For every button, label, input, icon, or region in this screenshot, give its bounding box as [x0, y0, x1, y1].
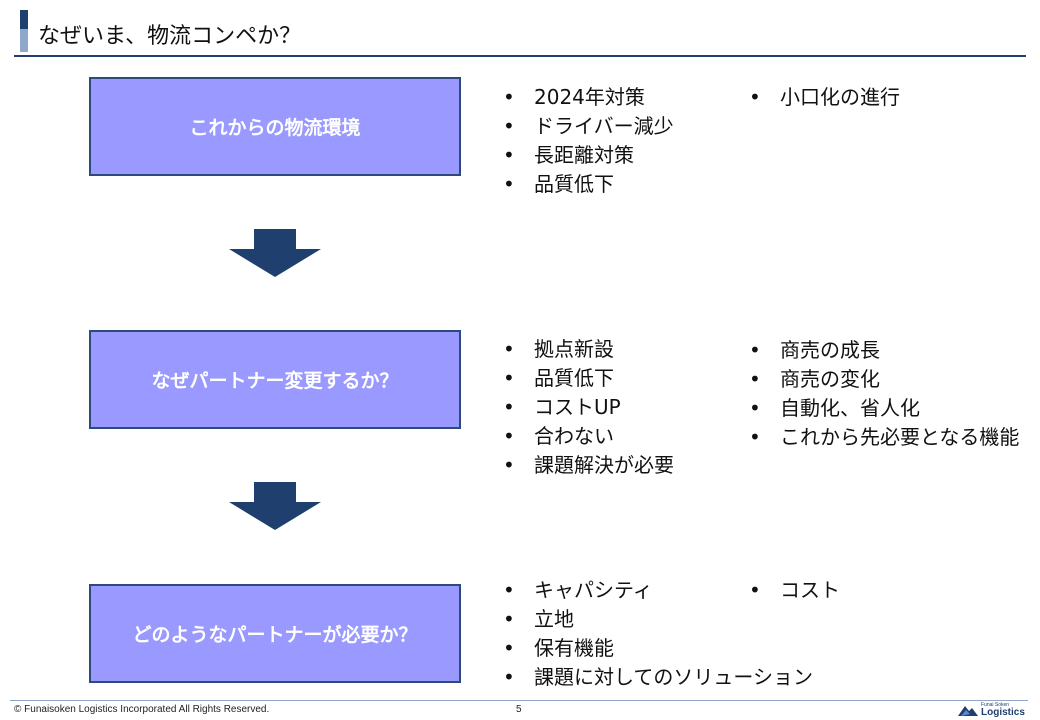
- bullet-item: 品質低下: [503, 364, 674, 393]
- bullet-item: 課題解決が必要: [503, 451, 674, 480]
- bullet-item: 合わない: [503, 422, 674, 451]
- bullet-item: 品質低下: [503, 170, 674, 199]
- copyright-text: © Funaisoken Logistics Incorporated All …: [14, 704, 270, 715]
- title-accent-bar: [20, 10, 28, 52]
- page-title: なぜいま、物流コンペか？: [38, 24, 302, 49]
- down-arrow-icon: [229, 482, 321, 530]
- bullet-item: キャパシティ: [503, 576, 813, 605]
- footer-divider: [10, 700, 1028, 701]
- bullet-item: 立地: [503, 605, 813, 634]
- section-box-partner: どのようなパートナーが必要か？: [89, 584, 461, 683]
- down-arrow-icon: [229, 229, 321, 277]
- bullet-item: これから先必要となる機能: [749, 423, 1019, 452]
- bullet-item: コストUP: [503, 393, 674, 422]
- bullet-item: 商売の成長: [749, 336, 1019, 365]
- bullet-item: 自動化、省人化: [749, 394, 1019, 423]
- section-label: どのようなパートナーが必要か？: [132, 624, 418, 646]
- bullet-list-reason-col2: 商売の成長 商売の変化 自動化、省人化 これから先必要となる機能: [749, 336, 1019, 452]
- logo-text: Logistics: [981, 706, 1025, 718]
- bullet-list-partner-col2: コスト: [749, 576, 840, 605]
- bullet-list-reason-col1: 拠点新設 品質低下 コストUP 合わない 課題解決が必要: [503, 335, 674, 480]
- bullet-item: 課題に対してのソリューション: [503, 663, 813, 692]
- bullet-list-environment-col1: 2024年対策 ドライバー減少 長距離対策 品質低下: [503, 83, 674, 199]
- bullet-list-environment-col2: 小口化の進行: [749, 83, 900, 112]
- section-box-reason: なぜパートナー変更するか？: [89, 330, 461, 429]
- bullet-list-partner-col1: キャパシティ 立地 保有機能 課題に対してのソリューション: [503, 576, 813, 692]
- bullet-item: 商売の変化: [749, 365, 1019, 394]
- company-logo: Funai Soken Logistics: [958, 701, 1028, 719]
- wave-logo-icon: [958, 706, 978, 716]
- section-label: なぜパートナー変更するか？: [151, 370, 399, 392]
- section-box-environment: これからの物流環境: [89, 77, 461, 176]
- page-number: 5: [516, 704, 522, 715]
- logo-subtext: Funai Soken: [981, 701, 1010, 708]
- bullet-item: コスト: [749, 576, 840, 605]
- bullet-item: 拠点新設: [503, 335, 674, 364]
- bullet-item: ドライバー減少: [503, 112, 674, 141]
- bullet-item: 小口化の進行: [749, 83, 900, 112]
- bullet-item: 2024年対策: [503, 83, 674, 112]
- bullet-item: 長距離対策: [503, 141, 674, 170]
- section-label: これからの物流環境: [189, 117, 361, 139]
- bullet-item: 保有機能: [503, 634, 813, 663]
- title-divider: [14, 55, 1026, 57]
